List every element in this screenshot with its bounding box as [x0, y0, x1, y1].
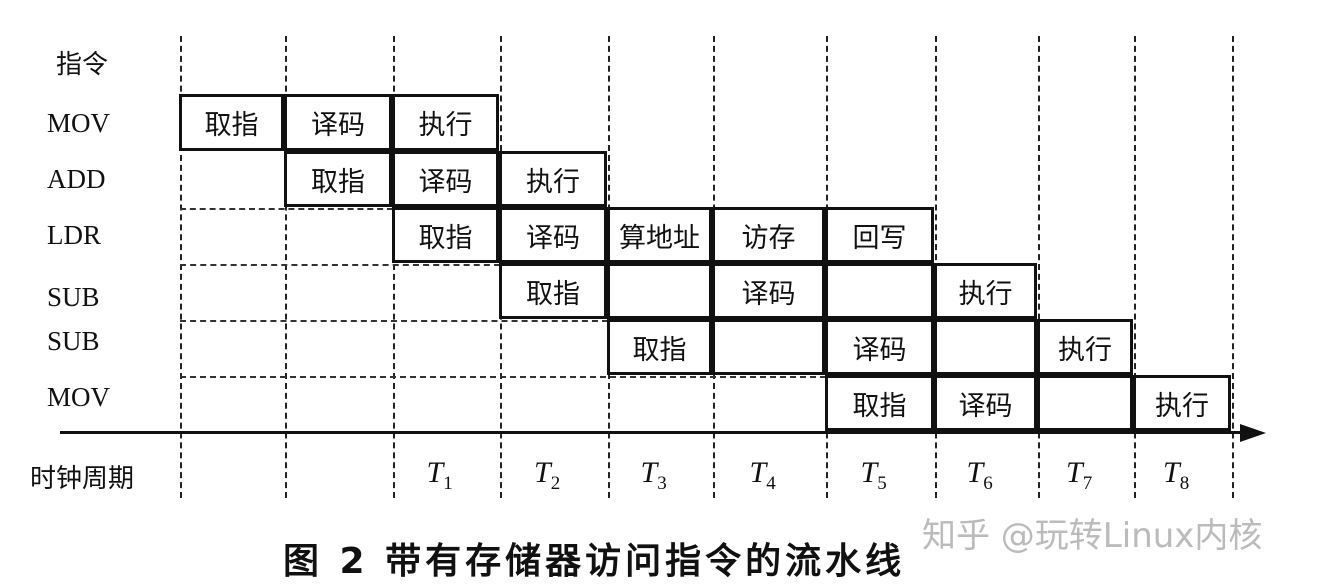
- cycle-divider: [285, 36, 287, 498]
- stage-cell: 执行: [1133, 375, 1231, 431]
- stage-label: 译码: [958, 390, 1013, 422]
- stage-label: 算地址: [619, 222, 700, 254]
- stage-cell: 取指: [825, 375, 934, 431]
- stage-cell: 访存: [712, 207, 825, 263]
- clock-label: T2: [534, 456, 561, 494]
- row-label: SUB: [47, 326, 100, 356]
- stage-label: 译码: [418, 166, 473, 198]
- stage-cell: [607, 263, 712, 319]
- row-divider: [180, 320, 608, 322]
- stage-cell: 译码: [499, 207, 607, 263]
- stage-label: 取指: [852, 390, 907, 422]
- stage-cell: 译码: [392, 151, 499, 207]
- stage-label: 执行: [418, 110, 473, 141]
- clock-label: T7: [1066, 456, 1093, 494]
- stage-label: 译码: [526, 222, 580, 254]
- stage-cell: 译码: [825, 319, 934, 375]
- cycle-divider: [1038, 36, 1040, 498]
- stage-cell: [825, 263, 934, 319]
- row-label: MOV: [47, 108, 111, 138]
- clock-label: T1: [426, 456, 453, 494]
- clock-label: T6: [966, 456, 993, 494]
- row-label: LDR: [47, 220, 101, 250]
- watermark: 知乎 @玩转Linux内核: [922, 516, 1263, 556]
- stage-cell: 执行: [1037, 319, 1133, 375]
- cycle-divider: [180, 36, 182, 498]
- stage-label: 执行: [1058, 334, 1112, 366]
- stage-cell: 译码: [934, 375, 1037, 431]
- arrow-right-icon: [1240, 424, 1266, 442]
- clock-label: T3: [640, 456, 667, 494]
- time-axis: [60, 431, 1250, 434]
- stage-cell: [934, 319, 1037, 375]
- stage-cell: 执行: [934, 263, 1037, 319]
- stage-label: 取指: [418, 222, 473, 254]
- cycle-divider: [1232, 36, 1234, 498]
- stage-cell: 取指: [392, 207, 499, 263]
- stage-cell: [712, 319, 825, 375]
- stage-label: 访存: [741, 222, 796, 254]
- stage-cell: 执行: [392, 94, 499, 151]
- stage-label: 取指: [526, 278, 580, 310]
- row-divider: [180, 208, 393, 210]
- clock-label: T8: [1163, 456, 1190, 494]
- stage-label: 取指: [632, 334, 687, 366]
- stage-cell: 译码: [284, 94, 392, 151]
- stage-cell: 执行: [499, 151, 607, 207]
- clock-label: T5: [860, 456, 887, 494]
- stage-cell: 取指: [179, 94, 284, 151]
- stage-label: 译码: [311, 110, 365, 141]
- stage-label: 取指: [311, 166, 365, 198]
- stage-label: 回写: [852, 222, 907, 254]
- clock-cycle-header: 时钟周期: [30, 464, 135, 494]
- stage-cell: 取指: [607, 319, 712, 375]
- figure-caption: 图 2 带有存储器访问指令的流水线: [283, 541, 906, 582]
- clock-label: T4: [749, 456, 776, 494]
- stage-label: 译码: [741, 278, 796, 310]
- row-label: MOV: [47, 382, 111, 412]
- stage-label: 执行: [1155, 390, 1209, 422]
- cycle-divider: [1134, 36, 1136, 498]
- row-label: ADD: [47, 164, 106, 194]
- stage-label: 译码: [852, 334, 907, 366]
- stage-cell: 取指: [284, 151, 392, 207]
- row-label: SUB: [47, 282, 100, 312]
- stage-cell: [1037, 375, 1133, 431]
- stage-label: 执行: [526, 166, 580, 198]
- stage-cell: 回写: [825, 207, 934, 263]
- stage-label: 执行: [958, 278, 1013, 310]
- row-divider: [180, 376, 826, 378]
- stage-cell: 译码: [712, 263, 825, 319]
- row-divider: [180, 264, 500, 266]
- stage-label: 取指: [204, 110, 259, 141]
- cycle-divider: [393, 36, 395, 498]
- stage-cell: 算地址: [607, 207, 712, 263]
- instruction-header: 指令: [56, 50, 109, 80]
- stage-cell: 取指: [499, 263, 607, 319]
